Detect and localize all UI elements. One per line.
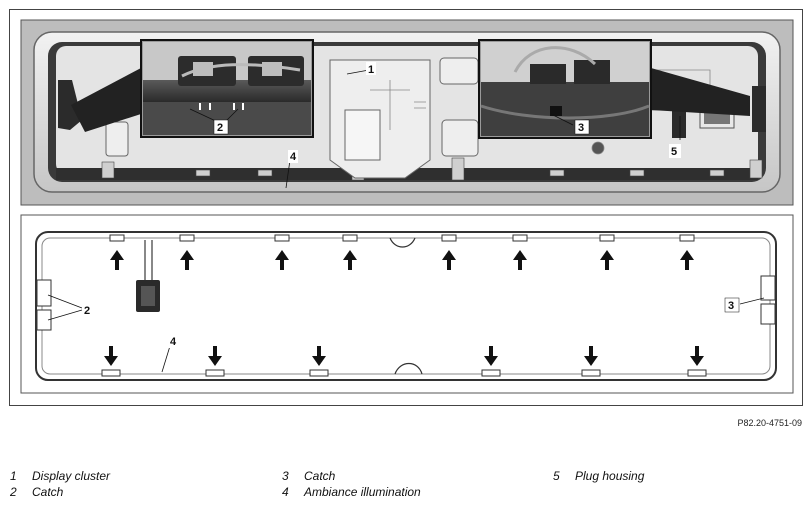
bottom-panel-drawing: 2 3 4 bbox=[20, 214, 794, 394]
callout-2-bottom: 2 bbox=[84, 305, 90, 317]
legend-item-2-text: Catch bbox=[32, 485, 64, 499]
legend-item-1-text: Display cluster bbox=[32, 469, 111, 483]
callout-4-top: 4 bbox=[290, 151, 297, 163]
legend-item-4: 4 Ambiance illumination bbox=[282, 485, 421, 499]
callout-1: 1 bbox=[368, 64, 374, 76]
legend-item-3: 3 Catch bbox=[282, 469, 335, 483]
callout-2-top: 2 bbox=[217, 122, 223, 134]
legend-item-5-num: 5 bbox=[553, 469, 560, 483]
top-panel-photo: 1 2 3 4 5 bbox=[20, 19, 794, 206]
legend-item-5: 5 Plug housing bbox=[553, 469, 644, 483]
legend-item-2: 2 Catch bbox=[10, 485, 63, 499]
legend-item-2-num: 2 bbox=[10, 485, 17, 499]
diagram-frame: 1 2 3 4 5 bbox=[9, 9, 803, 406]
callout-4-bottom: 4 bbox=[170, 336, 177, 348]
legend-item-1-num: 1 bbox=[10, 469, 17, 483]
legend-item-1: 1 Display cluster bbox=[10, 469, 110, 483]
legend-item-4-text: Ambiance illumination bbox=[304, 485, 421, 499]
callout-3-bottom: 3 bbox=[728, 300, 734, 312]
callout-3-top: 3 bbox=[578, 122, 584, 134]
legend-item-5-text: Plug housing bbox=[575, 469, 645, 483]
figure-reference: P82.20-4751-09 bbox=[737, 418, 802, 428]
legend-item-4-num: 4 bbox=[282, 485, 289, 499]
legend-item-3-num: 3 bbox=[282, 469, 289, 483]
legend-item-3-text: Catch bbox=[304, 469, 336, 483]
detail-inset-catch-right bbox=[478, 39, 750, 139]
technical-diagram: 1 2 3 4 5 bbox=[20, 19, 794, 394]
callout-5: 5 bbox=[671, 146, 677, 158]
